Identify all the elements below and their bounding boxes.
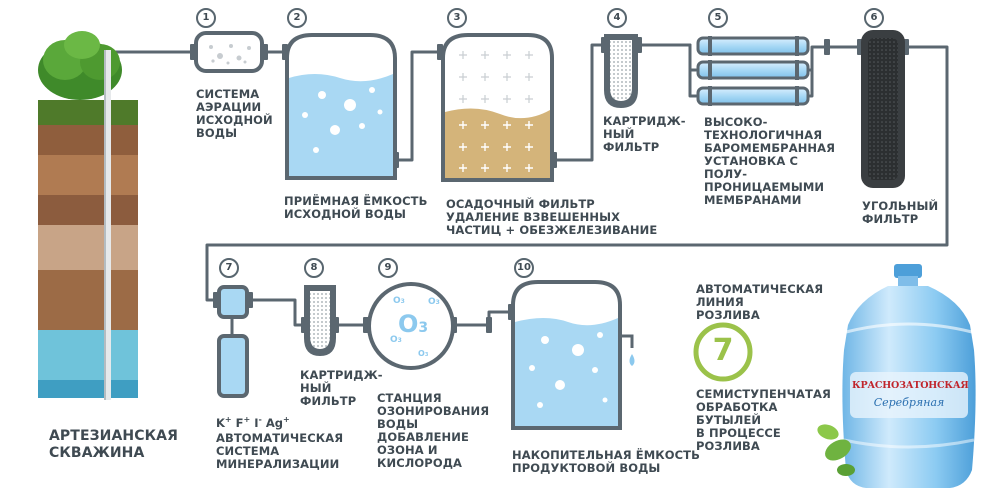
step-label-6: УГОЛЬНЫЙ ФИЛЬТР [862, 199, 939, 226]
step-label-10: НАКОПИТЕЛЬНАЯ ЁМКОСТЬ ПРОДУКТОВОЙ ВОДЫ [512, 448, 700, 475]
seven-step-number: 7 [712, 333, 734, 368]
cartridge-filter-1 [604, 34, 638, 108]
receiving-tank [285, 33, 397, 180]
step-number-8: 8 [304, 258, 324, 278]
ozone-small-2: O3 [428, 297, 440, 307]
bottle-brand: КРАСНОЗАТОНСКАЯ [852, 380, 969, 391]
membrane-unit [696, 36, 810, 106]
step-label-9: СТАНЦИЯ ОЗОНИРОВАНИЯ ВОДЫ ДОБАВЛЕНИЕ ОЗО… [377, 391, 490, 470]
step-label-2: ПРИЁМНАЯ ЁМКОСТЬ ИСХОДНОЙ ВОДЫ [284, 194, 428, 221]
cartridge-filter-2 [304, 285, 336, 356]
ozone-small-4: O3 [418, 349, 429, 358]
step-number-5: 5 [708, 8, 728, 28]
ozone-symbol: O3 [398, 310, 429, 338]
mineral-ions: K+ F+ I- Ag+ [216, 415, 290, 430]
step-number-7: 7 [219, 258, 239, 278]
step-number-6: 6 [864, 8, 884, 28]
ion-ag: Ag [265, 415, 283, 430]
ozone-small-3: O3 [390, 335, 402, 345]
mineralization-unit [217, 285, 249, 398]
ion-k: K [216, 415, 225, 430]
step-number-3: 3 [447, 8, 467, 28]
ion-i: I [254, 415, 259, 430]
step-label-3: ОСАДОЧНЫЙ ФИЛЬТР УДАЛЕНИЕ ВЗВЕШЕННЫХ ЧАС… [446, 197, 658, 237]
ozone-small-1: O3 [393, 296, 405, 306]
sediment-filter [441, 33, 554, 182]
aeration-unit [194, 31, 264, 73]
bottle-subbrand: Серебряная [873, 396, 945, 409]
step-number-2: 2 [287, 8, 307, 28]
step-label-7: АВТОМАТИЧЕСКАЯ СИСТЕМА МИНЕРАЛИЗАЦИИ [216, 431, 344, 471]
artesian-well-soil [38, 31, 138, 400]
bottling-line-label: АВТОМАТИЧЕСКАЯ ЛИНИЯ РОЗЛИВА [696, 282, 824, 322]
step-number-4: 4 [607, 8, 627, 28]
well-label: АРТЕЗИАНСКАЯ СКВАЖИНА [49, 428, 178, 461]
step-label-1: СИСТЕМА АЭРАЦИИ ИСХОДНОЙ ВОДЫ [196, 87, 273, 140]
carbon-filter [861, 30, 905, 188]
step-label-8: КАРТРИДЖ- НЫЙ ФИЛЬТР [300, 368, 383, 408]
ion-f: F [235, 415, 244, 430]
water-bottle [817, 264, 976, 488]
step-number-1: 1 [196, 8, 216, 28]
product-tank [511, 280, 635, 430]
seven-step-label: СЕМИСТУПЕНЧАТАЯ ОБРАБОТКА БУТЫЛЕЙ В ПРОЦ… [696, 387, 831, 453]
ozonation-station [367, 282, 455, 370]
step-label-4: КАРТРИДЖ- НЫЙ ФИЛЬТР [603, 114, 686, 154]
step-label-5: ВЫСОКО- ТЕХНОЛОГИЧНАЯ БАРОМЕМБРАННАЯ УСТ… [704, 115, 836, 207]
step-number-9: 9 [378, 258, 398, 278]
pipe-network [106, 43, 949, 370]
seven-step-ring [693, 322, 753, 382]
step-number-10: 10 [514, 258, 534, 278]
